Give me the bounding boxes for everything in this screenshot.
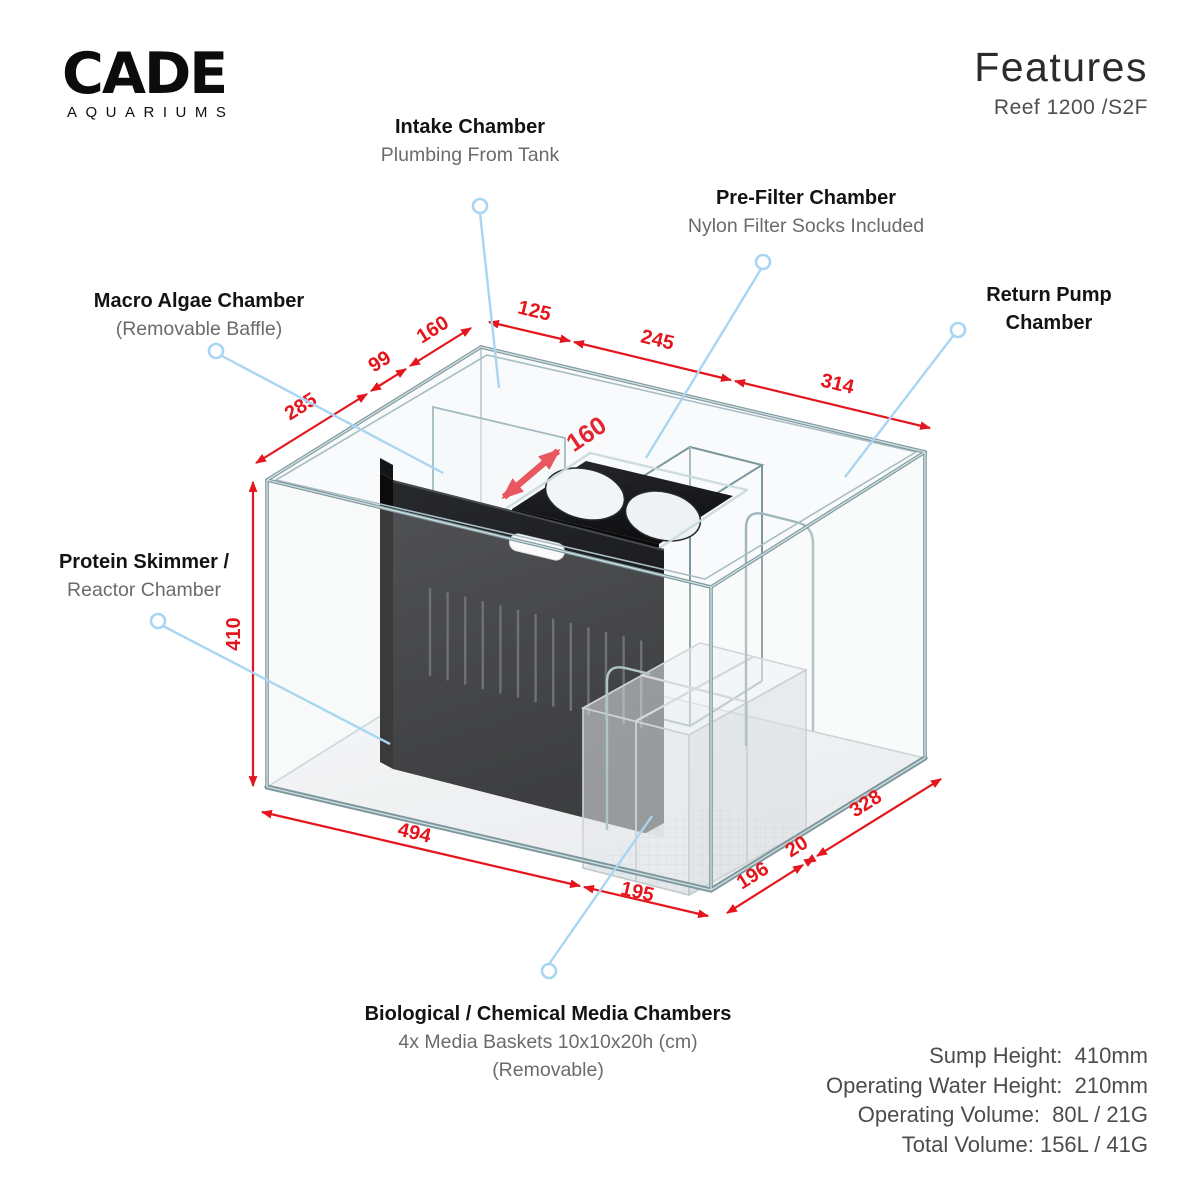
page-title: Features	[974, 44, 1148, 90]
brand-logo: CADE AQUARIUMS	[62, 41, 235, 122]
leader-lines	[149, 197, 967, 980]
dim-line-285	[255, 393, 368, 464]
leader-dot-protein-skimmer	[149, 612, 167, 630]
spec-sump-height: Sump Height: 410mm	[929, 1043, 1148, 1068]
spec-total-volume: Total Volume: 156L / 41G	[901, 1131, 1148, 1157]
callout-prefilter-chamber: Pre-Filter Chamber Nylon Filter Socks In…	[688, 184, 924, 240]
brand-logo-text: CADE	[62, 41, 228, 107]
callout-return-pump-chamber: Return Pump Chamber	[974, 281, 1124, 337]
front-left-face	[267, 480, 711, 890]
basket-divider	[635, 656, 754, 722]
dim-line-195	[582, 884, 710, 919]
leader-line-media	[548, 815, 653, 965]
callout-title: Biological / Chemical Media Chambers	[364, 1003, 732, 1025]
baffle-frames	[605, 512, 815, 830]
dim-label-314: 314	[819, 370, 857, 399]
dim-line-314	[733, 379, 932, 430]
dim-label-99: 99	[365, 347, 396, 377]
sock-hole-right	[624, 490, 702, 542]
callout-subtitle: (Removable Baffle)	[115, 318, 283, 340]
leader-line-intake	[478, 212, 501, 389]
model-subtitle: Reef 1200 /S2F	[993, 96, 1148, 119]
spec-operating-volume: Operating Volume: 80L / 21G	[857, 1102, 1148, 1127]
callout-protein-skimmer-chamber: Protein Skimmer / Reactor Chamber	[59, 548, 229, 604]
callout-title: Intake Chamber	[394, 116, 546, 138]
callout-subtitle: 4x Media Baskets 10x10x20h (cm)	[398, 1031, 698, 1053]
weir-fold-edge	[380, 473, 393, 769]
dim-line-99	[370, 368, 407, 392]
leader-dot-intake	[471, 197, 489, 215]
leader-dot-return-pump	[949, 321, 967, 339]
dim-line-494	[260, 809, 582, 889]
spec-list: Sump Height: 410mm Operating Water Heigh…	[826, 1041, 1148, 1159]
leader-dot-macro-algae	[207, 342, 225, 360]
spec-operating-water-height: Operating Water Height: 210mm	[826, 1072, 1148, 1098]
weir-top-highlight	[392, 480, 665, 551]
leader-line-macro-algae	[221, 354, 444, 475]
dim-line-196	[726, 864, 804, 914]
dim-line-160	[409, 327, 472, 367]
brand-logo-subtext: AQUARIUMS	[67, 104, 235, 121]
leader-line-protein-skimmer	[162, 624, 391, 746]
dim-label-410: 410	[223, 617, 245, 650]
dim-line-20	[803, 854, 817, 867]
leader-dot-media	[540, 962, 558, 980]
features-header: Features Reef 1200 /S2F	[974, 44, 1148, 120]
weir-fold-tab	[380, 458, 393, 480]
callout-intake-chamber: Intake Chamber Plumbing From Tank	[381, 113, 559, 169]
media-baskets	[580, 642, 809, 897]
callout-subtitle: Nylon Filter Socks Included	[687, 215, 925, 237]
callout-media-chambers: Biological / Chemical Media Chambers 4x …	[328, 1000, 768, 1084]
callout-subtitle: Plumbing From Tank	[380, 144, 560, 166]
callout-macro-algae-chamber: Macro Algae Chamber (Removable Baffle)	[94, 287, 304, 343]
media-chamber-baffle-frame	[605, 666, 651, 830]
top-rim-inner	[273, 354, 919, 580]
dim-line-245	[572, 340, 733, 382]
dim-label-245: 245	[639, 326, 677, 355]
callout-title: Macro Algae Chamber	[93, 290, 305, 312]
callout-subtitle: Reactor Chamber	[67, 579, 221, 601]
leader-line-prefilter	[644, 268, 763, 459]
dim-label-285: 285	[281, 389, 321, 425]
sock-plate-arrow	[501, 448, 561, 500]
callout-note: (Removable)	[492, 1059, 604, 1081]
callout-title: Pre-Filter Chamber	[715, 187, 897, 209]
leader-line-return-pump	[844, 335, 954, 478]
callout-title: Protein Skimmer /	[58, 551, 230, 573]
dim-line-125	[487, 319, 572, 344]
leader-dot-prefilter	[754, 253, 772, 271]
dim-line-328	[816, 778, 942, 857]
callout-title: Return Pump Chamber	[986, 284, 1112, 334]
return-chamber-baffle-frame	[744, 512, 815, 746]
dim-label-125: 125	[516, 297, 554, 326]
